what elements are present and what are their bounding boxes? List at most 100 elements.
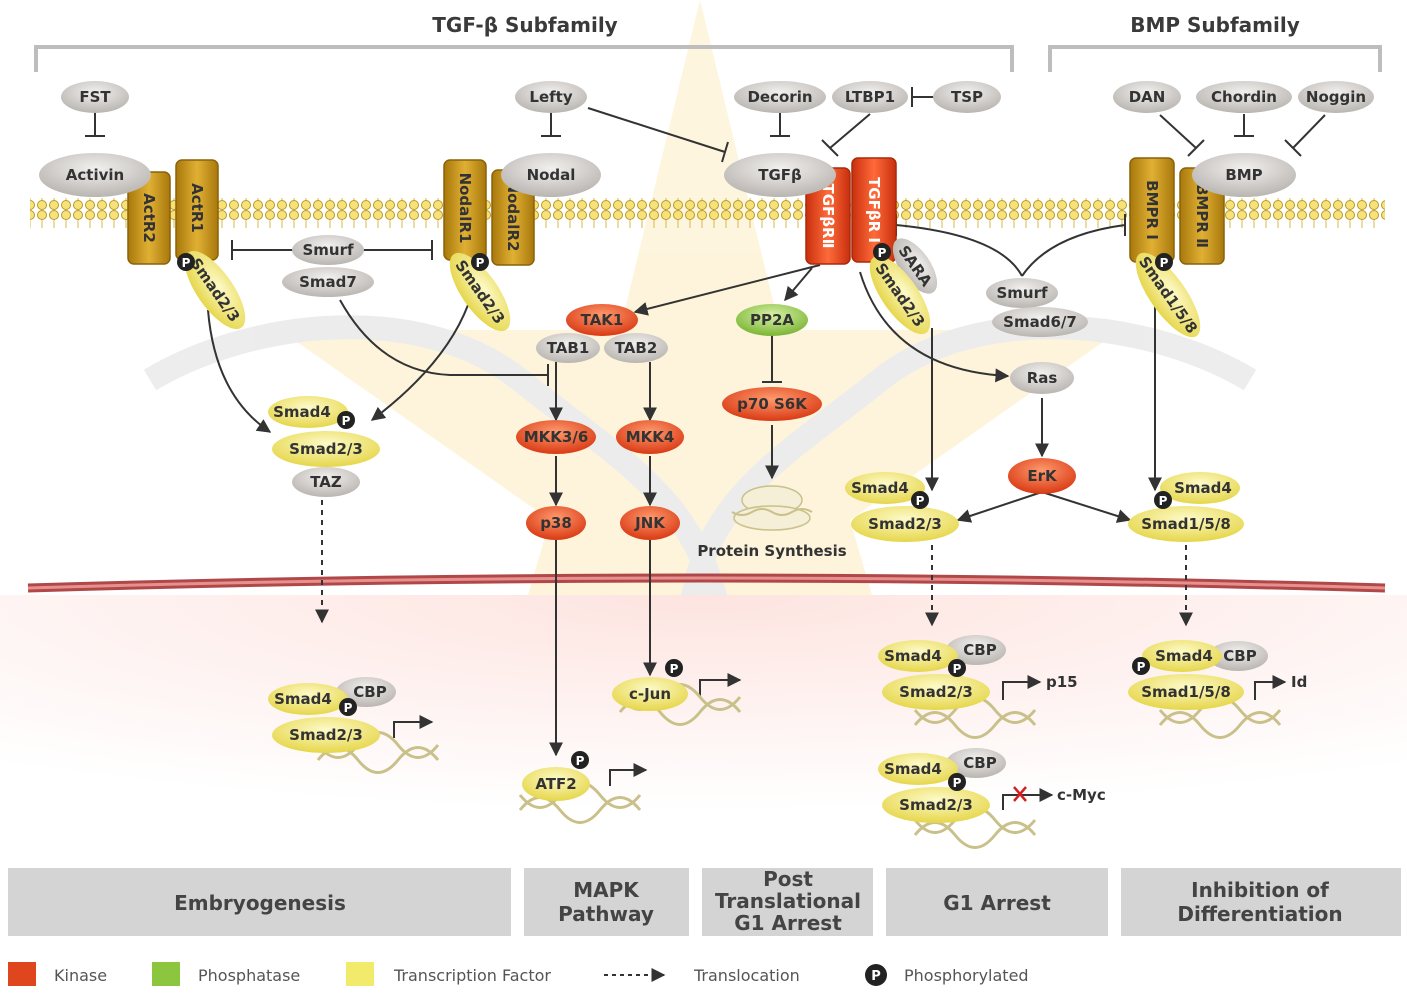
svg-text:Smad6/7: Smad6/7 [1003, 313, 1077, 331]
dan-node: DAN [1113, 81, 1181, 113]
svg-text:p70 S6K: p70 S6K [737, 395, 808, 413]
svg-text:Smad1/5/8: Smad1/5/8 [1141, 683, 1231, 701]
tgf-subfamily-header: TGF-β Subfamily [432, 13, 617, 37]
svg-text:TSP: TSP [951, 88, 983, 106]
tab2-node: TAB2 [604, 333, 668, 363]
svg-text:P: P [878, 246, 887, 260]
gene-id-label: Id [1291, 673, 1307, 691]
nuclear-complex-embryo: CBP Smad4 Smad2/3 [268, 677, 396, 753]
svg-text:Smurf: Smurf [302, 241, 354, 259]
svg-text:G1 Arrest: G1 Arrest [943, 891, 1051, 915]
nodalr2-receptor: NodalR2 [491, 169, 535, 266]
svg-text:Smad4: Smad4 [884, 647, 942, 665]
protein-synthesis-label: Protein Synthesis [697, 542, 846, 560]
tak1-node: TAK1 [566, 304, 638, 336]
svg-text:P: P [953, 662, 962, 676]
svg-text:P: P [1137, 660, 1146, 674]
svg-text:Smad4: Smad4 [274, 690, 332, 708]
mkk4-node: MKK4 [616, 420, 684, 454]
bmp-bracket [1048, 45, 1382, 72]
smad-complex-embryo: Smad4 Smad2/3 TAZ [268, 396, 380, 497]
svg-text:NodalR1: NodalR1 [456, 173, 474, 244]
svg-text:P: P [476, 256, 485, 270]
svg-text:LTBP1: LTBP1 [845, 88, 895, 106]
svg-text:P: P [916, 494, 925, 508]
ltbp1-node: LTBP1 [832, 81, 908, 113]
pp2a-node: PP2A [736, 304, 808, 336]
svg-text:CBP: CBP [963, 641, 996, 659]
smad-complex-bmp: Smad4 Smad1/5/8 [1128, 472, 1244, 542]
legend-kinase: Kinase [8, 962, 107, 986]
svg-text:ErK: ErK [1027, 467, 1058, 485]
smurf-node: Smurf [292, 235, 364, 265]
footer-post-translational: Post Translational G1 Arrest [702, 867, 873, 936]
smad67-node: Smad6/7 [992, 307, 1088, 337]
svg-text:Smad4: Smad4 [273, 403, 331, 421]
svg-text:Chordin: Chordin [1211, 88, 1277, 106]
svg-text:MKK3/6: MKK3/6 [524, 428, 589, 446]
nucleus-region [0, 595, 1407, 865]
svg-text:TAB1: TAB1 [547, 339, 590, 357]
svg-text:TAB2: TAB2 [615, 339, 658, 357]
lefty-node: Lefty [515, 81, 587, 113]
nuclear-complex-id: CBP Smad4 Smad1/5/8 [1128, 640, 1268, 710]
svg-text:P: P [1159, 494, 1168, 508]
tgfb-node: TGFβ [724, 153, 836, 197]
legend-translocation: Translocation [604, 966, 800, 985]
svg-text:P: P [670, 662, 679, 676]
footer-embryogenesis: Embryogenesis [8, 868, 511, 936]
svg-text:p38: p38 [540, 514, 572, 532]
svg-text:Smad4: Smad4 [1155, 647, 1213, 665]
svg-text:MAPK: MAPK [573, 878, 640, 902]
svg-text:Inhibition of: Inhibition of [1191, 878, 1329, 902]
footer-inhibition: Inhibition of Differentiation [1121, 868, 1401, 936]
svg-text:Smad2/3: Smad2/3 [289, 440, 363, 458]
svg-text:TGFβR Ⅰ: TGFβR Ⅰ [865, 177, 883, 243]
decorin-node: Decorin [734, 81, 826, 113]
svg-text:FST: FST [79, 88, 111, 106]
actr1-receptor: ActR1 [175, 159, 219, 261]
activin-node: Activin [39, 153, 151, 197]
smad7-node: Smad7 [282, 267, 374, 297]
svg-text:BMPR Ⅰ: BMPR Ⅰ [1143, 180, 1161, 240]
svg-text:TGFβ: TGFβ [758, 166, 802, 184]
svg-text:Smad2/3: Smad2/3 [899, 683, 973, 701]
nodalr1-receptor: NodalR1 [443, 159, 487, 261]
footer-mapk: MAPK Pathway [524, 868, 689, 936]
phospho-markers: P P P P P P P P P P P P P [177, 243, 1173, 791]
smurf-bmp-node: Smurf [986, 278, 1058, 308]
bmp-node: BMP [1192, 153, 1296, 197]
svg-text:Differentiation: Differentiation [1177, 902, 1342, 926]
svg-text:TAK1: TAK1 [581, 311, 624, 329]
svg-text:P: P [953, 776, 962, 790]
svg-text:Lefty: Lefty [529, 88, 572, 106]
svg-text:CBP: CBP [963, 754, 996, 772]
svg-text:CBP: CBP [353, 683, 386, 701]
svg-text:Smad1/5/8: Smad1/5/8 [1141, 515, 1231, 533]
ras-node: Ras [1010, 362, 1074, 394]
svg-text:ActR1: ActR1 [188, 183, 206, 233]
svg-text:Noggin: Noggin [1306, 88, 1366, 106]
svg-text:Decorin: Decorin [747, 88, 812, 106]
svg-text:ATF2: ATF2 [535, 775, 576, 793]
nodal-node: Nodal [501, 153, 601, 197]
atf2-node: ATF2 [522, 767, 590, 801]
svg-text:P: P [342, 414, 351, 428]
smad-complex-g1: Smad4 Smad2/3 [845, 472, 959, 542]
cjun-node: c-Jun [612, 677, 688, 711]
legend-phosphatase: Phosphatase [152, 962, 300, 986]
svg-text:TAZ: TAZ [310, 473, 342, 491]
nuclear-complex-cmyc: CBP Smad4 Smad2/3 [878, 748, 1006, 823]
watermark [143, 0, 1257, 860]
svg-text:Smad2/3: Smad2/3 [868, 515, 942, 533]
footer-g1-arrest: G1 Arrest [886, 868, 1108, 936]
svg-text:Smurf: Smurf [996, 284, 1048, 302]
legend-phosphorylated: P Phosphorylated [865, 964, 1029, 986]
svg-text:ActR2: ActR2 [140, 193, 158, 243]
svg-text:Smad4: Smad4 [1174, 479, 1232, 497]
erk-node: ErK [1008, 458, 1076, 494]
svg-text:P: P [871, 969, 881, 984]
tsp-node: TSP [933, 81, 1001, 113]
svg-text:TGFβRⅡ: TGFβRⅡ [819, 184, 837, 249]
noggin-node: Noggin [1298, 81, 1374, 113]
